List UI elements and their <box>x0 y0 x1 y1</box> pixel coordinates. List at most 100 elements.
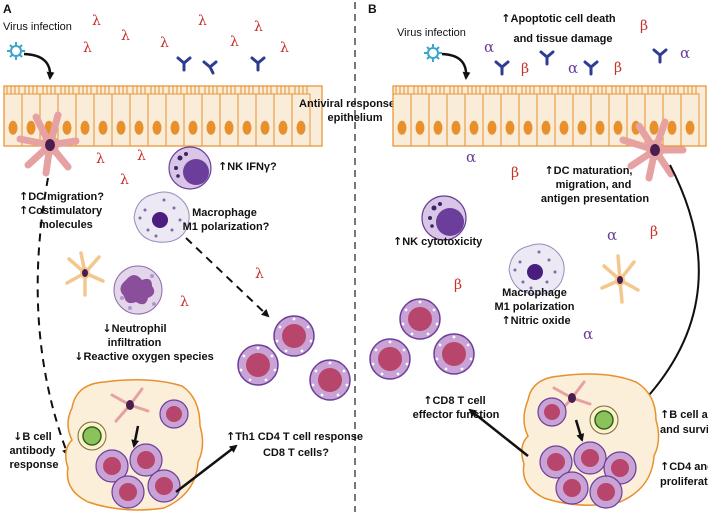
beta-symbol: β <box>614 60 622 76</box>
lambda-symbol: λ <box>280 40 289 56</box>
neutrophil-label: ↓Neutrophil infiltration ↓Reactive oxyge… <box>74 322 213 363</box>
dendritic-cell <box>619 118 687 182</box>
t-cell-cluster-b <box>369 298 475 380</box>
epithelial-nucleus <box>98 120 108 135</box>
dendritic-cell <box>16 111 80 177</box>
alpha-symbol: α <box>484 38 494 56</box>
epithelial-nucleus <box>649 120 659 135</box>
antibody-icon <box>539 50 555 66</box>
antibody-icon <box>202 60 218 75</box>
epithelial-nucleus <box>206 120 216 135</box>
virus-entry-arrow <box>441 52 471 80</box>
beta-symbol: β <box>521 61 529 77</box>
macrophage <box>508 243 565 295</box>
epithelial-nucleus <box>188 120 198 135</box>
b-cell-label-a: ↓B cell antibody response <box>10 430 59 471</box>
epithelial-nucleus <box>80 120 90 135</box>
macrophage-to-tcell-arrow <box>185 237 270 318</box>
panel-a-letter: A <box>3 2 12 16</box>
epithelial-nucleus <box>26 120 36 135</box>
epithelial-nucleus <box>541 120 551 135</box>
epithelial-nucleus <box>116 120 126 135</box>
lambda-symbols: λ λ λ λ λ λ λ λ λ λ λ λ λ <box>83 13 289 310</box>
lambda-symbol: λ <box>198 13 207 29</box>
panel-b-virus-label: Virus infection <box>397 27 466 39</box>
lymph-node-a <box>65 379 204 511</box>
epithelium-right <box>392 85 707 147</box>
antibody-icon <box>176 56 192 72</box>
epithelial-nucleus <box>505 120 515 135</box>
cd8-effector-label: ↑CD8 T cell effector function <box>413 394 500 421</box>
epithelial-nucleus <box>685 120 695 135</box>
epithelial-nucleus <box>487 120 497 135</box>
lambda-symbol: λ <box>96 151 105 167</box>
nk-ifn-label: ↑NK IFNγ? <box>218 160 277 173</box>
antibody-icon <box>250 56 266 72</box>
epithelial-nucleus <box>577 120 587 135</box>
t-cell-cluster-a <box>237 315 351 401</box>
epithelial-nucleus <box>224 120 234 135</box>
antibody-icon <box>494 60 510 76</box>
dc-to-lymph-node-arrow <box>638 164 700 407</box>
virus-icon <box>7 42 25 60</box>
dc-maturation-label: ↑DC maturation, migration, and antigen p… <box>541 164 649 205</box>
epithelial-nucleus <box>242 120 252 135</box>
interferon-symbols: α β α β β α α β α β β α <box>454 18 690 343</box>
nk-cell <box>168 146 212 190</box>
alpha-symbol: α <box>583 325 593 343</box>
antibody-icon <box>652 48 668 64</box>
epithelial-nucleus <box>170 120 180 135</box>
virus-icon <box>424 44 442 62</box>
lambda-symbol: λ <box>160 35 169 51</box>
epithelial-nucleus <box>397 120 407 135</box>
macrophage <box>133 191 190 243</box>
epithelial-nucleus <box>469 120 479 135</box>
antibody-icon <box>583 60 599 76</box>
beta-symbol: β <box>454 277 462 293</box>
t-cell-proliferation-label: ↑CD4 and CD8 T cell proliferation <box>660 460 708 488</box>
epithelial-nucleus <box>152 120 162 135</box>
macrophage-label-a: Macrophage M1 polarization? <box>183 207 270 233</box>
lambda-symbol: λ <box>180 294 189 310</box>
beta-symbol: β <box>511 165 519 181</box>
epithelial-nucleus <box>451 120 461 135</box>
neutrophil <box>113 265 163 315</box>
center-label: Antiviral response at epithelium <box>299 98 411 124</box>
beta-symbol: β <box>640 18 648 34</box>
epithelial-nucleus <box>613 120 623 135</box>
epithelial-nucleus <box>278 120 288 135</box>
epithelial-nucleus <box>260 120 270 135</box>
lambda-symbol: λ <box>92 13 101 29</box>
lambda-symbol: λ <box>121 28 130 44</box>
dendritic-cell-small <box>65 251 105 297</box>
epithelial-nucleus <box>559 120 569 135</box>
dc-migration-label: ↑DC migration? ↑Costimulatory molecules <box>19 190 107 231</box>
macrophage-label-b: Macrophage M1 polarization ↑Nitric oxide <box>494 287 577 327</box>
lymph-node-b <box>521 373 660 509</box>
epithelial-nucleus <box>62 120 72 135</box>
antibody-icons <box>176 56 266 75</box>
epithelial-nucleus <box>667 120 677 135</box>
antibody-icons <box>494 48 668 76</box>
alpha-symbol: α <box>607 226 617 244</box>
lambda-symbol: λ <box>83 40 92 56</box>
lymph-node-to-cd8-arrow <box>468 408 529 457</box>
epithelial-cell <box>291 93 311 147</box>
epithelial-nucleus <box>523 120 533 135</box>
lambda-symbol: λ <box>230 34 239 50</box>
lambda-symbol: λ <box>120 172 129 188</box>
t-cell-label-a: ↑Th1 CD4 T cell response CD8 T cells? <box>226 430 366 459</box>
epithelial-nucleus <box>134 120 144 135</box>
dc-migration-arrow <box>36 177 70 457</box>
apoptosis-label: ↑Apoptotic cell death and tissue damage <box>501 12 618 45</box>
panel-b-letter: B <box>368 2 377 16</box>
epithelial-nucleus <box>433 120 443 135</box>
lambda-symbol: λ <box>137 148 146 164</box>
nk-cell <box>421 195 467 241</box>
beta-symbol: β <box>650 224 658 240</box>
lambda-symbol: λ <box>255 266 264 282</box>
alpha-symbol: α <box>466 148 476 166</box>
epithelial-nucleus <box>415 120 425 135</box>
alpha-symbol: α <box>680 44 690 62</box>
